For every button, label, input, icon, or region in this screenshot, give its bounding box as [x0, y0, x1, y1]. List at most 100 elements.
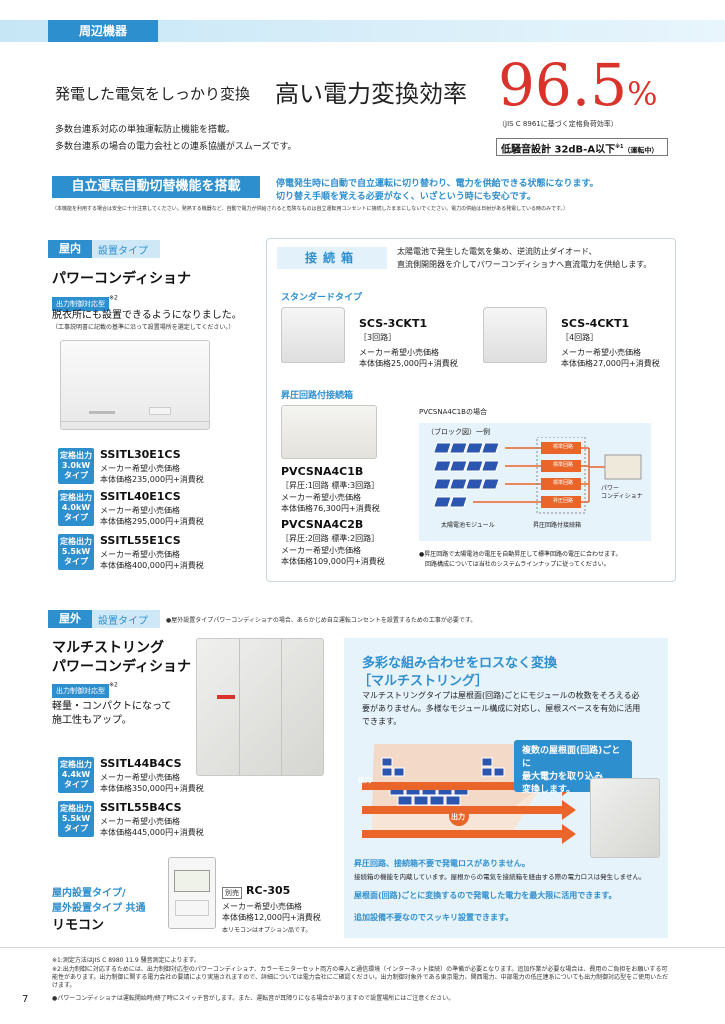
output-label-1: 出力: [358, 776, 372, 784]
autoswitch-text-1: 停電発生時に自動で自立運転に切り替わり、電力を供給できる状態になります。: [276, 179, 599, 189]
indoor-header: 屋内 設置タイプ: [48, 240, 160, 258]
multi-desc-1: マルチストリングタイプは屋根面(回路)ごとにモジュールの枚数をそろえる必: [362, 691, 640, 700]
pcs-label: パワーコンディショナ: [601, 485, 643, 500]
outdoor-note: ●屋外設置タイプパワーコンディショナの場合、あらかじめ自立運転コンセントを設置す…: [166, 617, 477, 624]
outdoor-price-1: 本体価格350,000円+消費税: [100, 784, 204, 793]
circuit-std-1: 標準回路: [552, 444, 573, 450]
remote-image: [168, 857, 216, 929]
autoswitch-note: （本機能を利用する場合は安全に十分注意してください。発熱する機器など、自動で電力…: [52, 206, 569, 212]
std-model-1: SCS-3CKT1: [359, 317, 428, 330]
output-label-2: 出力: [451, 813, 465, 821]
indoor-place: 屋内: [48, 240, 92, 258]
multi-title-1: 多彩な組み合わせをロスなく変換: [362, 656, 558, 671]
junction-label: 接続箱: [277, 247, 387, 269]
jis-note: （JIS C 8961に基づく定格負荷効率）: [498, 120, 618, 128]
diagram-note-1: ●昇圧回路で太陽電池の電圧を自動昇圧して標準回路の電圧に合わせます。: [419, 551, 622, 558]
boost-price-label-2: メーカー希望小売価格: [281, 546, 361, 555]
boost-box-image: [281, 405, 377, 459]
std-title: スタンダードタイプ: [281, 293, 363, 303]
junction-desc-2: 直流側開閉器を介してパワーコンディショナへ直流電力を供給します。: [397, 260, 652, 269]
outdoor-type: 設置タイプ: [98, 616, 148, 627]
hero-title: 高い電力変換効率: [275, 80, 467, 108]
hero-desc-2: 多数台連系の場合の電力会社との連系協議がスムーズです。: [55, 142, 297, 152]
indoor-pcs-image: [60, 340, 210, 430]
indoor-model-1: SSITL30E1CS: [100, 448, 181, 461]
outdoor-model-2: SSITL55B4CS: [100, 801, 182, 814]
multi-title-2: ［マルチストリング］: [358, 674, 489, 689]
remote-sep: 別売: [222, 887, 242, 899]
indoor-price-label-2: メーカー希望小売価格: [100, 506, 180, 515]
std-box-image-2: [483, 307, 547, 363]
remote-price: 本体価格12,000円+消費税: [222, 913, 321, 922]
std-sub-1: ［3回路］: [359, 333, 397, 342]
footnote-2: ※2:出力制御に対応するためには、出力制御対応型のパワーコンディショナ、カラーモ…: [52, 966, 669, 989]
outdoor-ctl-tag: 出力制御対応型※2: [52, 678, 118, 698]
boost-model-2: PVCSNA4C2B: [281, 518, 364, 531]
multistring-panel: 多彩な組み合わせをロスなく変換 ［マルチストリング］ マルチストリングタイプは屋…: [344, 638, 668, 938]
benefit-3: 追加設備不要なのでスッキリ設置できます。: [354, 913, 514, 922]
multistring-illustration: [362, 744, 576, 844]
indoor-price-3: 本体価格400,000円+消費税: [100, 561, 204, 570]
boost-price-2: 本体価格109,000円+消費税: [281, 557, 385, 566]
circuit-std-2: 標準回路: [552, 462, 573, 468]
boost-price-label-1: メーカー希望小売価格: [281, 493, 361, 502]
indoor-type: 設置タイプ: [98, 246, 148, 257]
indoor-feature-note: （工事説明書に記載の基準に沿って設置場所を選定してください。）: [52, 324, 235, 331]
std-price-1: 本体価格25,000円+消費税: [359, 359, 458, 368]
boost-price-1: 本体価格76,300円+消費税: [281, 504, 380, 513]
remote-note: 本リモコンはオプション品です。: [222, 927, 312, 934]
solar-modules-icon: [433, 437, 642, 514]
indoor-price-2: 本体価格295,000円+消費税: [100, 517, 204, 526]
junction-desc-1: 太陽電池で発生した電気を集め、逆流防止ダイオード、: [397, 247, 597, 256]
diagram-note-2: 回路構成については当社のシステムラインナップに従ってください。: [425, 561, 610, 568]
hero-lead: 発電した電気をしっかり変換: [55, 85, 251, 103]
indoor-feature: 脱衣所にも設置できるようになりました。: [52, 310, 242, 321]
outdoor-place: 屋外: [48, 610, 92, 628]
indoor-name: パワーコンディショナ: [52, 271, 192, 287]
benefit-2: 屋根面(回路)ごとに変換するので発電した電力を最大限に活用できます。: [354, 891, 617, 900]
outdoor-pcs-image: [196, 638, 324, 776]
circuit-std-3: 標準回路: [552, 480, 573, 486]
outdoor-header: 屋外 設置タイプ: [48, 610, 160, 628]
hero-big-value: 96.5%: [498, 51, 658, 119]
autoswitch-text-2: 切り替え手順を覚える必要がなく、いざという時にも安心です。: [276, 192, 536, 202]
boxlabel: 昇圧回路付接続箱: [533, 522, 582, 529]
std-price-label-2: メーカー希望小売価格: [561, 348, 641, 357]
autoswitch-label: 自立運転自動切替機能を搭載: [52, 176, 260, 198]
block-label: （ブロック図）一例: [427, 428, 490, 436]
page-number: 7: [22, 994, 29, 1005]
outdoor-price-label-2: メーカー希望小売価格: [100, 817, 180, 826]
diagram-title: PVCSNA4C1Bの場合: [419, 408, 487, 416]
outdoor-price-2: 本体価格445,000円+消費税: [100, 828, 204, 837]
circuit-boost: 昇圧回路: [552, 498, 573, 504]
std-price-2: 本体価格27,000円+消費税: [561, 359, 660, 368]
outdoor-model-1: SSITL44B4CS: [100, 757, 182, 770]
remote-title-2: 屋外設置タイプ 共通: [52, 903, 146, 914]
std-box-image-1: [281, 307, 345, 363]
indoor-ctl-tag: 出力制御対応型※2: [52, 291, 118, 311]
outdoor-feature-2: 施工性もアップ。: [52, 715, 132, 726]
std-model-2: SCS-4CKT1: [561, 317, 630, 330]
footnote-3: ●パワーコンディショナは運転開始時/終了時にスイッチ音がします。また、運転音が耳…: [52, 995, 455, 1002]
hero-desc-1: 多数台連系対応の単独運転防止機能を搭載。: [55, 125, 236, 135]
remote-title-1: 屋内設置タイプ/: [52, 888, 126, 899]
junction-panel: 接続箱 太陽電池で発生した電気を集め、逆流防止ダイオード、 直流側開閉器を介して…: [266, 238, 676, 582]
header-bar: [0, 20, 725, 42]
remote-model: RC-305: [246, 884, 291, 897]
noise-box: 低騒音設計 32dB-A以下※1（運転中）: [496, 138, 668, 156]
std-sub-2: ［4回路］: [561, 333, 599, 342]
section-tag: 周辺機器: [48, 20, 158, 42]
indoor-price-1: 本体価格235,000円+消費税: [100, 475, 204, 484]
boost-model-1: PVCSNA4C1B: [281, 465, 364, 478]
benefit-1: 昇圧回路、接続箱不要で発電ロスがありません。: [354, 859, 530, 868]
indoor-price-label-1: メーカー希望小売価格: [100, 464, 180, 473]
outdoor-name-2: パワーコンディショナ: [52, 659, 192, 675]
module-label: 太陽電池モジュール: [441, 522, 495, 529]
multi-pcs-image: [590, 778, 660, 858]
outdoor-name-1: マルチストリング: [52, 640, 164, 656]
